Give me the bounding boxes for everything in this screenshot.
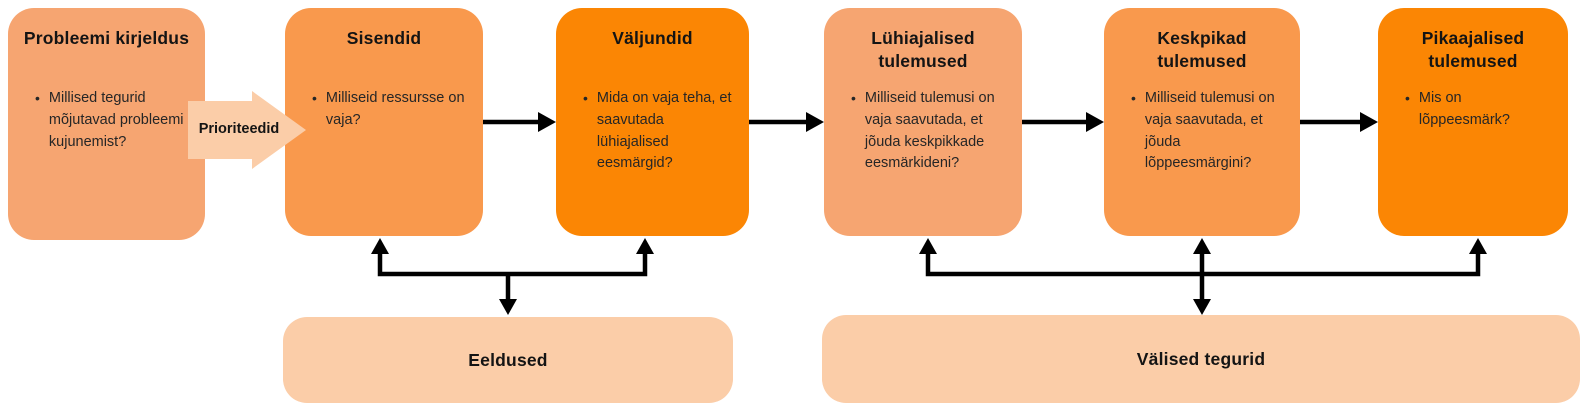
stage-title: Pikaajalised tulemused (1421, 28, 1525, 71)
connector-valised-tegurid (919, 238, 1487, 315)
stage-bullet-text: Milliseid tulemusi on vaja saavutada, et… (1144, 90, 1275, 172)
bullet-dot-icon: • (851, 90, 856, 106)
arrow-luhiajalised-to-keskpikad (1022, 112, 1104, 132)
stage-title: Lühiajalised tulemused (871, 28, 975, 71)
stage-bullet-item: • Milliseid tulemusi on vaja saavutada, … (1104, 74, 1300, 175)
stage-bullet-item: • Millised tegurid mõjutavad probleemi k… (8, 74, 205, 153)
stage-title: Keskpikad tulemused (1157, 28, 1247, 71)
bullet-dot-icon: • (312, 90, 317, 106)
stage-bullet-item: • Milliseid tulemusi on vaja saavutada, … (824, 74, 1022, 175)
prioriteedid-label: Prioriteedid (198, 121, 280, 137)
stage-bullet-text: Millised tegurid mõjutavad probleemi kuj… (48, 90, 184, 150)
footer-box-eeldused: Eeldused (283, 317, 733, 403)
arrow-valjundid-to-luhiajalised (749, 112, 824, 132)
footer-box-valised-tegurid: Välised tegurid (822, 315, 1580, 403)
arrow-keskpikad-to-pikaajalised (1300, 112, 1378, 132)
stage-bullet-item: • Mis on lõppeesmärk? (1378, 74, 1568, 132)
footer-label: Välised tegurid (1136, 348, 1266, 369)
stage-box-pikaajalised-tulemused: Pikaajalised tulemused • Mis on lõppeesm… (1378, 8, 1568, 236)
stage-box-keskpikad-tulemused: Keskpikad tulemused • Milliseid tulemusi… (1104, 8, 1300, 236)
stage-bullet-text: Milliseid tulemusi on vaja saavutada, et… (864, 90, 995, 172)
stage-box-sisendid: Sisendid • Milliseid ressursse on vaja? (285, 8, 483, 236)
stage-bullet-text: Mida on vaja teha, et saavutada lühiajal… (596, 90, 732, 172)
stage-title: Sisendid (346, 28, 422, 48)
stage-bullet-text: Mis on lõppeesmärk? (1418, 90, 1510, 128)
bullet-dot-icon: • (1131, 90, 1136, 106)
bullet-dot-icon: • (583, 90, 588, 106)
stage-bullet-item: • Milliseid ressursse on vaja? (285, 74, 483, 132)
bullet-dot-icon: • (1405, 90, 1410, 106)
stage-box-luhiajalised-tulemused: Lühiajalised tulemused • Milliseid tulem… (824, 8, 1022, 236)
stage-title: Probleemi kirjeldus (23, 28, 190, 48)
stage-bullet-text: Milliseid ressursse on vaja? (325, 90, 465, 128)
stage-box-probleemi-kirjeldus: Probleemi kirjeldus • Millised tegurid m… (8, 8, 205, 240)
stage-bullet-item: • Mida on vaja teha, et saavutada lühiaj… (556, 74, 749, 175)
connector-eeldused (371, 238, 654, 315)
bullet-dot-icon: • (35, 90, 40, 106)
stage-box-valjundid: Väljundid • Mida on vaja teha, et saavut… (556, 8, 749, 236)
footer-label: Eeldused (468, 349, 548, 370)
stage-title: Väljundid (612, 28, 693, 48)
arrow-sisendid-to-valjundid (483, 112, 556, 132)
